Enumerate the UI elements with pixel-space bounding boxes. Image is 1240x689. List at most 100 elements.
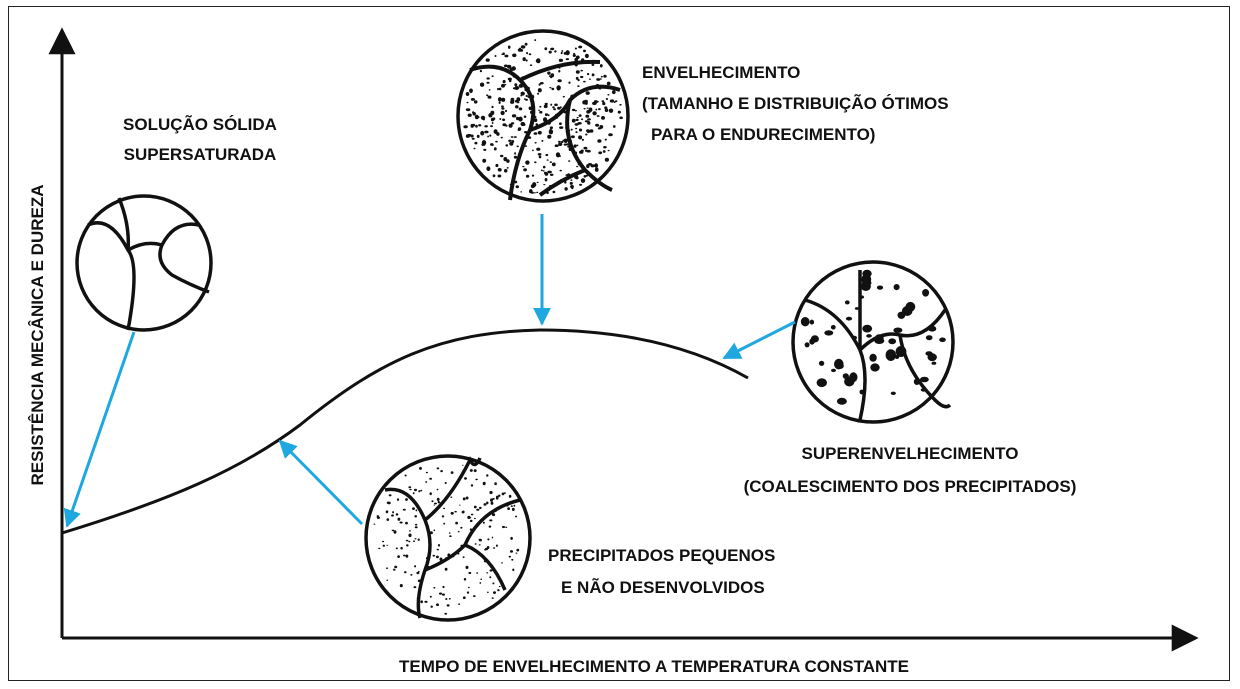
precipitate-speck [585,91,590,95]
precipitate-speck [578,135,583,140]
precipitate-speck [925,335,933,341]
precipitate-speck [565,58,570,61]
precipitate-speck [483,148,487,151]
precipitate-speck [476,116,480,119]
precipitate-speck [512,568,515,572]
precipitate-speck [412,507,415,510]
precipitate-speck [489,569,493,572]
precipitate-speck [486,77,490,80]
precipitate-speck [576,165,579,168]
precipitate-speck [463,125,468,129]
precipitate-speck [539,105,542,108]
precipitate-speck [525,174,530,178]
precipitate-speck [563,138,568,144]
precipitate-speck [485,58,490,62]
precipitate-speck [505,124,508,127]
precipitate-speck [394,565,398,569]
precipitate-speck [549,126,554,130]
precipitate-speck [386,544,389,546]
precipitate-speck [483,503,487,506]
precipitate-speck [559,169,562,172]
precipitate-speck [442,585,445,589]
precipitate-speck [469,519,473,523]
precipitate-speck [386,518,390,521]
precipitate-speck [414,488,417,492]
precipitate-speck [494,55,497,57]
precipitate-speck [437,544,441,547]
precipitate-speck [500,136,503,139]
precipitate-speck [587,120,590,123]
precipitate-speck [554,50,557,53]
precipitate-speck [602,102,606,106]
precipitate-speck [424,600,428,603]
precipitate-speck [493,147,497,151]
precipitate-speck [376,515,379,518]
precipitate-speck [433,529,436,532]
precipitate-speck [469,469,473,472]
label-small-line2: E NÃO DESENVOLVIDOS [561,577,765,597]
label-aging-line3: PARA O ENDURECIMENTO) [651,125,875,144]
precipitate-speck [603,146,607,149]
precipitate-speck [469,88,473,94]
precipitate-speck [587,118,591,121]
precipitate-speck [522,57,526,62]
precipitate-speck [607,94,610,96]
precipitate-speck [606,81,611,86]
precipitate-speck [504,168,508,173]
precipitate-speck [417,538,420,541]
precipitate-speck [609,99,615,103]
precipitate-speck [591,73,595,77]
precipitate-speck [474,543,477,545]
precipitate-speck [597,127,602,130]
precipitate-speck [508,555,511,558]
precipitate-speck [465,108,471,112]
precipitate-speck [410,574,413,576]
precipitate-speck [538,109,540,112]
precipitate-speck [405,521,408,525]
precipitate-speck [558,140,561,143]
precipitate-speck [489,490,493,495]
precipitate-speck [408,540,411,543]
precipitate-speck [491,105,494,109]
precipitate-speck [548,129,554,135]
precipitate-speck [474,141,478,145]
precipitate-speck [539,82,544,85]
precipitate-speck [497,97,502,102]
precipitate-speck [506,159,510,163]
precipitate-speck [599,64,603,68]
precipitate-speck [575,118,579,122]
precipitate-speck [459,504,461,506]
precipitate-speck [607,149,610,152]
precipitate-speck [613,101,616,104]
precipitate-speck [583,80,586,83]
precipitate-speck [818,360,825,366]
precipitate-speck [473,100,478,104]
precipitate-speck [489,134,492,137]
precipitate-speck [397,555,400,558]
precipitate-speck [548,75,551,77]
precipitate-speck [468,586,470,589]
precipitate-speck [397,517,401,521]
precipitate-speck [486,94,489,97]
precipitate-speck [534,39,537,42]
precipitate-speck [404,474,407,477]
precipitate-speck [471,98,474,101]
precipitate-speck [448,598,451,600]
precipitate-speck [484,125,488,128]
precipitate-speck [490,125,493,128]
precipitate-speck [488,89,491,91]
precipitate-speck [525,160,530,165]
precipitate-speck [575,127,578,130]
precipitate-speck [559,122,562,125]
precipitate-speck [520,45,526,49]
precipitate-speck [481,143,486,146]
precipitate-speck [547,114,550,117]
precipitate-speck [478,124,482,127]
precipitate-speck [400,546,403,550]
precipitate-speck [528,106,532,111]
precipitate-speck [580,75,584,79]
precipitate-speck [482,158,487,163]
label-aging: ENVELHECIMENTO (TAMANHO E DISTRIBUIÇÃO Ó… [642,63,949,144]
precipitate-speck [508,139,512,142]
label-solution-line1: SOLUÇÃO SÓLIDA [123,114,277,134]
